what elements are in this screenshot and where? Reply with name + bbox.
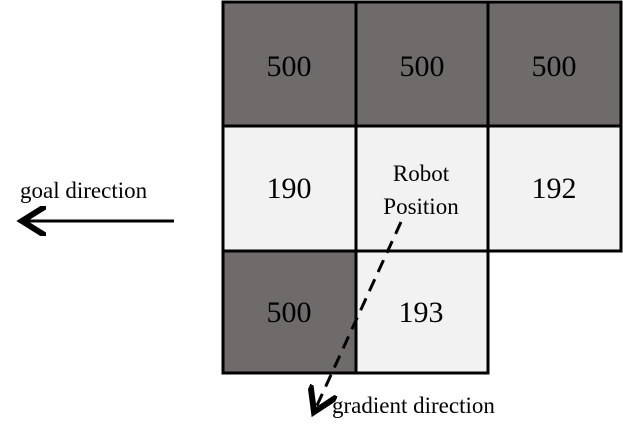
cell-r1-c1 bbox=[221, 0, 358, 128]
gradient-direction-arrow bbox=[314, 221, 403, 412]
cell-r1-c2 bbox=[354, 0, 490, 128]
cell-value-r1-c3: 500 bbox=[532, 50, 577, 83]
cell-value-r3-c2: 193 bbox=[399, 296, 444, 329]
cell-value-r1-c2: 500 bbox=[400, 50, 445, 83]
robot-position-line2: Position bbox=[383, 194, 459, 219]
cell-value-r2-c3: 192 bbox=[532, 172, 577, 205]
gradient-direction-label: gradient direction bbox=[332, 393, 495, 418]
cell-value-r1-c1: 500 bbox=[267, 50, 312, 83]
goal-direction-label: goal direction bbox=[20, 178, 148, 203]
cell-value-r2-c1: 190 bbox=[267, 172, 312, 205]
cell-r2-c3 bbox=[486, 124, 623, 253]
cell-r3-c1 bbox=[221, 249, 358, 375]
cell-r2-c2-robot bbox=[354, 124, 490, 253]
cell-value-r3-c1: 500 bbox=[267, 296, 312, 329]
robot-position-line1: Robot bbox=[393, 161, 450, 186]
